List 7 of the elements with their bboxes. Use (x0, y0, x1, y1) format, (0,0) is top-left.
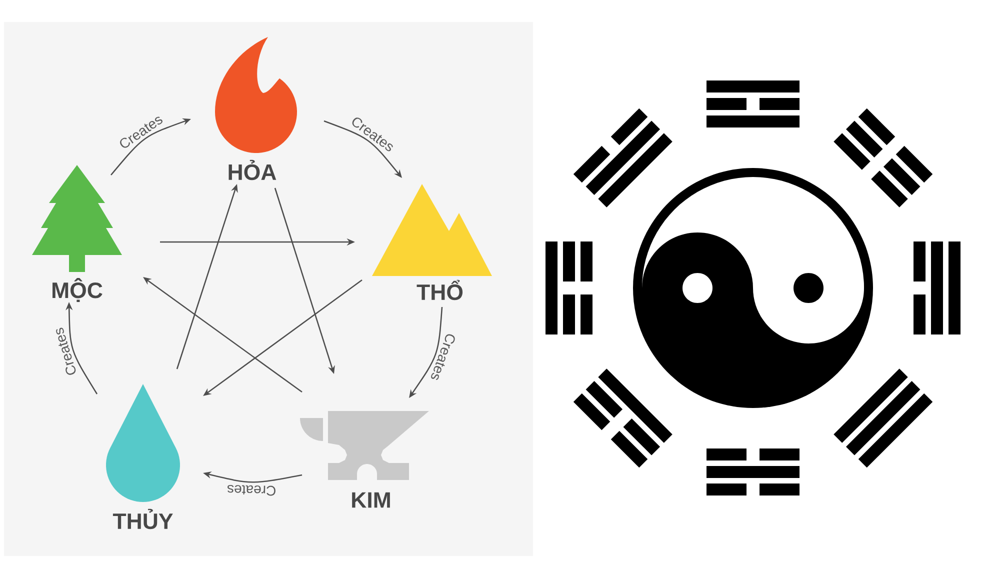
node-label: MỘC (52, 278, 102, 302)
edge-label: Creates (228, 484, 276, 496)
node-label: THỔ (416, 280, 463, 300)
node-label: THỦY (112, 508, 173, 530)
node-label: KIM (352, 492, 390, 508)
edge-label: Creates (56, 328, 76, 375)
node-label: HỎA (228, 160, 276, 180)
